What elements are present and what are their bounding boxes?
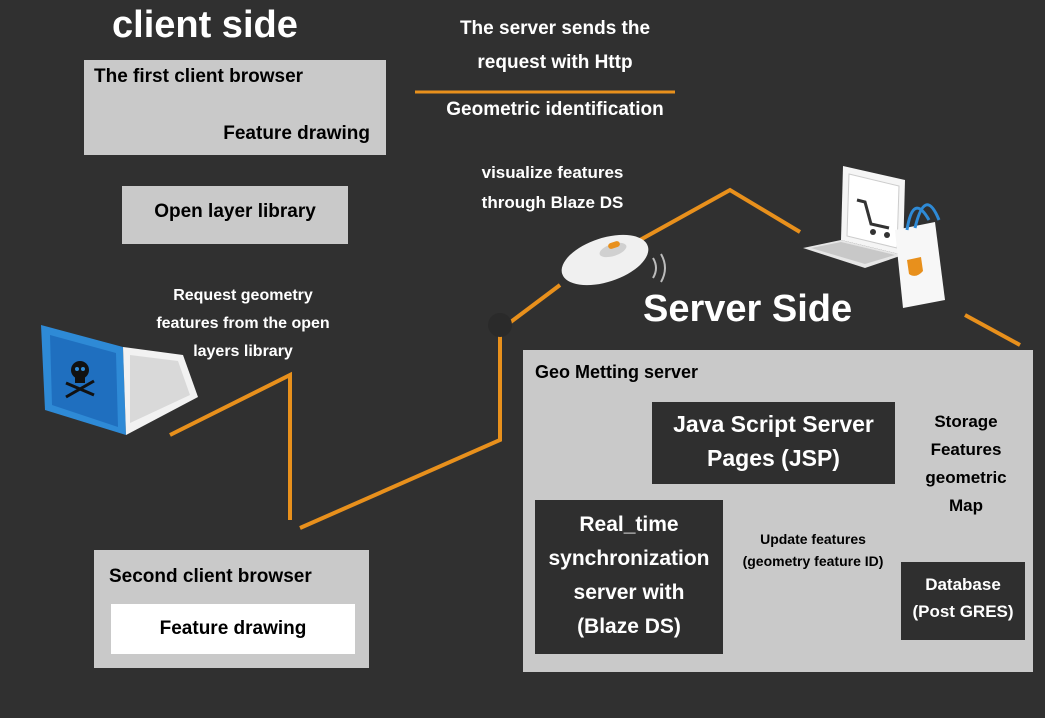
jsp-line: Pages (JSP) (707, 445, 840, 471)
storage-line: Features (930, 440, 1002, 459)
storage-features-text: Storage Features geometric Map (911, 408, 1021, 520)
realtime-line: Real_time (579, 513, 679, 536)
request-note-line: features from the open (156, 315, 330, 332)
first-browser-title: The first client browser (94, 66, 304, 87)
node-dot (488, 313, 512, 337)
right-connector-line (964, 313, 1021, 347)
realtime-line: (Blaze DS) (577, 615, 681, 638)
client-connector-line (169, 371, 292, 520)
laptop-icon (41, 325, 198, 435)
visualize-line: visualize features (481, 163, 624, 182)
open-layer-label: Open layer library (154, 201, 316, 222)
jsp-box: Java Script Server Pages (JSP) (652, 402, 895, 484)
shopping-bag-icon (895, 203, 945, 308)
geo-metting-server-box: Geo Metting server Java Script Server Pa… (523, 350, 1033, 672)
second-browser-feature: Feature drawing (159, 618, 307, 639)
realtime-sync-box: Real_time synchronization server with (B… (535, 500, 723, 654)
update-features-text: Update features (geometry feature ID) (723, 528, 903, 572)
request-geometry-note: Request geometry features from the open … (108, 282, 378, 366)
database-line: (Post GRES) (912, 602, 1014, 621)
geo-metting-label: Geo Metting server (535, 362, 699, 382)
shopping-computer-icon (803, 166, 945, 308)
middle-connector-line (299, 283, 562, 530)
update-line: Update features (760, 531, 866, 547)
jsp-line: Java Script Server (673, 411, 874, 437)
first-browser-feature: Feature drawing (223, 123, 370, 144)
geometric-identification-text: Geometric identification (446, 99, 664, 120)
mouse-icon (561, 234, 666, 286)
sends-line: request with Http (477, 52, 633, 73)
update-line: (geometry feature ID) (742, 553, 884, 569)
request-note-line: layers library (193, 343, 293, 360)
server-side-heading: Server Side (643, 288, 853, 330)
storage-line: geometric (925, 468, 1007, 487)
realtime-line: synchronization (548, 547, 710, 570)
second-client-browser-box: Second client browser Feature drawing (94, 550, 369, 668)
top-connector-line (639, 187, 802, 242)
second-feature-box: Feature drawing (111, 604, 355, 654)
skull-icon (65, 361, 95, 399)
client-side-heading: client side (112, 4, 298, 46)
storage-line: Storage (934, 412, 998, 431)
request-note-line: Request geometry (173, 287, 313, 304)
visualize-line: through Blaze DS (481, 193, 624, 212)
second-browser-title: Second client browser (109, 566, 312, 587)
open-layer-library-box: Open layer library (122, 186, 348, 244)
storage-line: Map (949, 496, 983, 515)
server-sends-text: The server sends the request with Http (405, 12, 705, 80)
realtime-line: server with (573, 581, 685, 604)
visualize-features-text: visualize features through Blaze DS (420, 158, 685, 218)
database-line: Database (925, 575, 1001, 594)
first-client-browser-box: The first client browser Feature drawing (84, 60, 386, 155)
database-box: Database (Post GRES) (901, 562, 1025, 640)
sends-line: The server sends the (459, 18, 651, 39)
